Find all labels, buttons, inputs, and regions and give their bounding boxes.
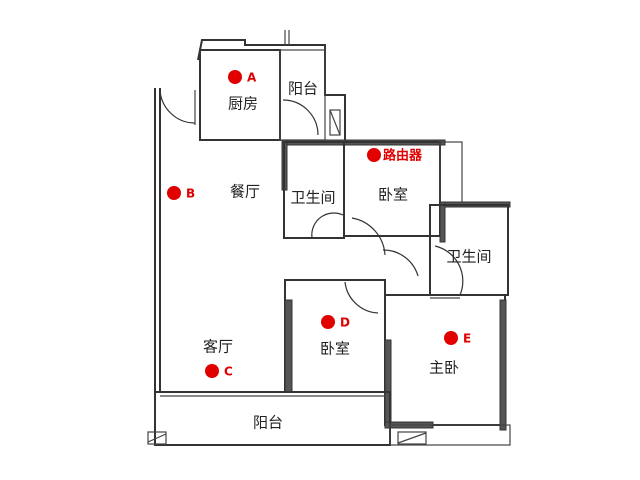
room-label-balcony-bottom: 阳台 xyxy=(253,414,283,432)
marker-label-b: B xyxy=(186,187,195,201)
room-label-bedroom-1: 卧室 xyxy=(378,186,408,204)
marker-dot-router xyxy=(367,148,381,162)
marker-dot-b xyxy=(167,186,181,200)
room-label-bathroom-2: 卫生间 xyxy=(446,248,491,266)
room-label-dining: 餐厅 xyxy=(230,183,260,201)
marker-label-router: 路由器 xyxy=(383,148,423,164)
marker-label-e: E xyxy=(463,332,471,346)
room-label-balcony-top: 阳台 xyxy=(288,80,318,98)
marker-dot-e xyxy=(444,331,458,345)
room-label-bedroom-2: 卧室 xyxy=(320,340,350,358)
marker-label-a: A xyxy=(247,71,257,85)
marker-label-c: C xyxy=(224,365,233,379)
room-labels: 厨房 阳台 餐厅 卫生间 卧室 卫生间 卧室 客厅 主卧 阳台 xyxy=(203,80,492,432)
room-label-bathroom-1: 卫生间 xyxy=(290,189,335,207)
room-label-master-bedroom: 主卧 xyxy=(429,359,459,377)
markers: A B C D E 路由器 xyxy=(167,70,471,379)
room-label-living: 客厅 xyxy=(203,338,233,356)
marker-label-d: D xyxy=(340,316,350,330)
marker-dot-d xyxy=(321,315,335,329)
room-label-kitchen: 厨房 xyxy=(228,95,258,113)
marker-dot-c xyxy=(205,364,219,378)
walls xyxy=(147,30,511,446)
marker-dot-a xyxy=(228,70,242,84)
